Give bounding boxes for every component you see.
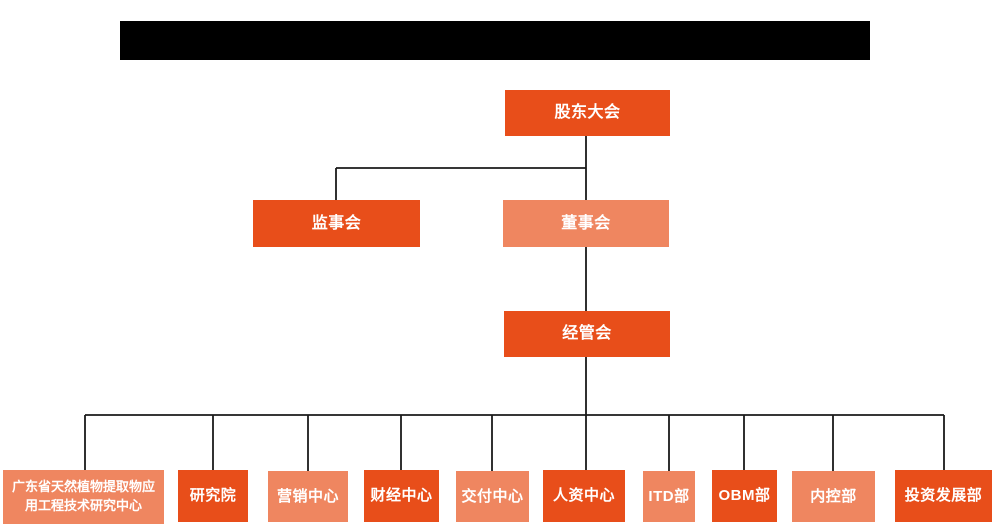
dept-investment-development: 投资发展部 <box>895 470 992 522</box>
node-board-of-directors: 董事会 <box>503 200 669 247</box>
dept-research-institute: 研究院 <box>178 470 248 522</box>
dept-delivery-center: 交付中心 <box>456 471 529 522</box>
node-board-of-supervisors: 监事会 <box>253 200 420 247</box>
dept-internal-control: 内控部 <box>792 471 875 522</box>
redacted-title-bar <box>120 21 870 60</box>
dept-hr-center: 人资中心 <box>543 470 625 522</box>
dept-marketing-center: 营销中心 <box>268 471 348 522</box>
dept-finance-center: 财经中心 <box>364 470 439 522</box>
dept-obm: OBM部 <box>712 470 777 522</box>
dept-guangdong-research-center: 广东省天然植物提取物应用工程技术研究中心 <box>3 470 164 524</box>
dept-itd: ITD部 <box>643 471 695 522</box>
node-shareholders-meeting: 股东大会 <box>505 90 670 136</box>
node-management-committee: 经管会 <box>504 311 670 357</box>
